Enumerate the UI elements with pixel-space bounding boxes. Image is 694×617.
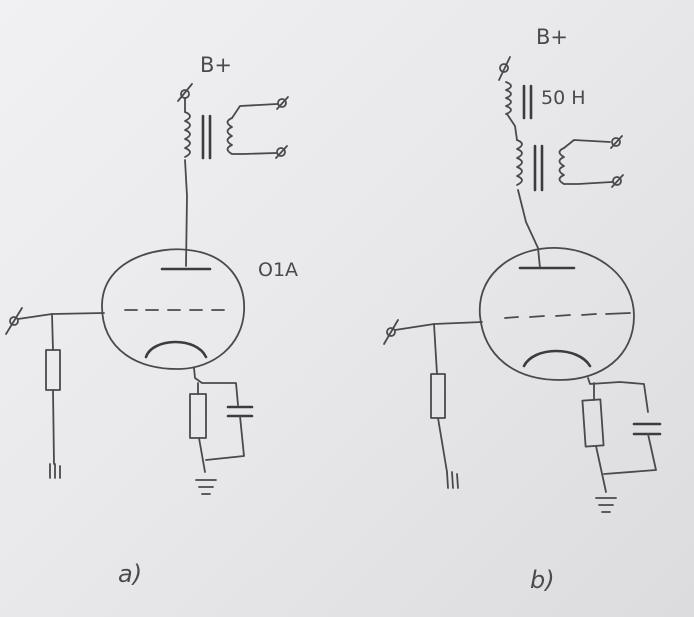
circuit-a-grid-leak-lead xyxy=(51,313,54,351)
circuit-a-tube-envelope xyxy=(101,248,245,370)
circuit-b: B+ 50 H xyxy=(383,25,662,594)
circuit-b-grid-wire xyxy=(394,321,483,331)
circuit-b-cathode-ground-lead xyxy=(595,445,607,493)
circuit-b-bplus-label: B+ xyxy=(536,25,568,49)
circuit-b-tube-envelope xyxy=(479,247,635,381)
circuit-a: B+ O1A xyxy=(5,53,298,588)
circuit-a-bypass-capacitor xyxy=(226,405,254,418)
circuit-b-caption: b) xyxy=(530,566,555,594)
circuit-a-bplus-label: B+ xyxy=(200,53,232,77)
circuit-b-grid-leak-ground-lead xyxy=(437,417,448,473)
circuit-b-input-terminal xyxy=(383,319,399,345)
circuit-a-cathode-resistor xyxy=(189,393,207,439)
circuit-a-output-transformer xyxy=(184,96,289,160)
circuit-b-output-transformer xyxy=(516,135,624,192)
circuit-b-grid xyxy=(504,312,631,319)
circuit-b-cathode xyxy=(522,349,592,368)
circuit-a-grid-ground-symbol xyxy=(49,463,61,479)
circuit-b-grid-leak-resistor xyxy=(430,373,446,419)
circuit-b-plate-lead xyxy=(517,189,541,269)
circuit-a-tube-label: O1A xyxy=(258,259,298,281)
circuit-b-choke-label: 50 H xyxy=(541,87,586,109)
circuit-b-bypass-capacitor xyxy=(632,422,662,436)
circuit-a-cathode xyxy=(144,340,208,359)
circuit-a-grid-leak-resistor xyxy=(45,349,61,391)
circuit-b-capacitor-return xyxy=(603,433,657,475)
circuit-b-grid-leak-lead xyxy=(433,323,438,375)
circuit-b-cathode-wire xyxy=(587,377,649,413)
circuit-a-grid-leak-ground-lead xyxy=(52,389,55,465)
circuit-a-plate-lead xyxy=(184,159,188,267)
circuit-b-bplus-terminal xyxy=(498,56,511,81)
circuit-a-cathode-wire xyxy=(193,367,239,406)
circuit-a-input-terminal xyxy=(5,307,23,335)
circuit-a-capacitor-return xyxy=(205,415,245,461)
circuit-b-cathode-resistor xyxy=(581,398,605,448)
circuit-a-cathode-ground-symbol xyxy=(195,479,217,495)
circuit-b-grid-ground-symbol xyxy=(446,471,459,489)
circuit-a-cathode-ground-lead xyxy=(198,437,206,473)
circuit-a-grid-wire xyxy=(17,312,105,320)
circuit-b-cathode-ground-symbol xyxy=(595,497,617,513)
circuit-a-caption: a) xyxy=(118,560,142,588)
circuit-b-choke-wire xyxy=(506,113,518,141)
circuit-b-choke xyxy=(505,81,533,120)
